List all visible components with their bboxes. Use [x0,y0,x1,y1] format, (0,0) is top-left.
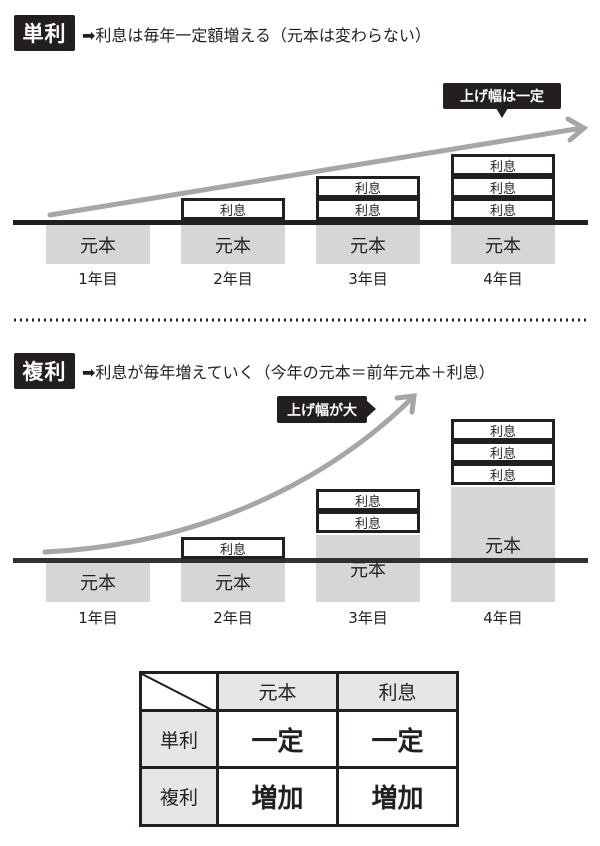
interest-block: 利息 [316,176,420,198]
description-text: 利息は毎年一定額増える（元本は変わらない） [95,26,431,45]
interest-block: 利息 [316,511,420,533]
large-increase-callout: 上げ幅が大 [277,396,367,423]
diagonal-corner-cell [139,671,219,712]
comparison-table: 元本 利息 単利 一定 一定 複利 増加 増加 [139,671,459,827]
column-header-interest: 利息 [336,671,459,712]
baseline [13,220,588,225]
table-header-row: 元本 利息 [139,671,459,712]
table-row: 複利 増加 増加 [139,766,459,827]
principal-block: 元本 [316,535,420,602]
baseline [13,558,588,563]
principal-block: 元本 [181,561,285,602]
simple-interest-description: ➡利息は毎年一定額増える（元本は変わらない） [82,26,431,45]
simple-interest-badge: 単利 [14,15,75,51]
year-label: 4年目 [483,609,523,627]
year-label: 2年目 [213,609,253,627]
column-header-principal: 元本 [216,671,339,712]
year-label: 4年目 [483,270,523,288]
compound-interest-badge: 複利 [14,353,75,389]
interest-block: 利息 [451,154,555,176]
interest-block: 利息 [451,463,555,485]
table-cell: 一定 [336,709,459,769]
simple-growth-arrow [47,116,589,218]
interest-block: 利息 [451,198,555,220]
row-header-simple: 単利 [139,709,219,769]
year-label: 3年目 [348,609,388,627]
principal-block: 元本 [316,225,420,264]
interest-block: 利息 [181,198,285,220]
interest-block: 利息 [316,489,420,511]
interest-block: 利息 [316,198,420,220]
callout-pointer [366,400,376,418]
compound-growth-arrow [42,393,417,555]
interest-block: 利息 [181,537,285,559]
principal-block: 元本 [46,561,150,602]
year-label: 2年目 [213,270,253,288]
principal-block: 元本 [451,487,555,602]
year-label: 3年目 [348,270,388,288]
year-label: 1年目 [78,609,118,627]
principal-block: 元本 [181,225,285,264]
interest-block: 利息 [451,441,555,463]
year-label: 1年目 [78,270,118,288]
table-row: 単利 一定 一定 [139,709,459,769]
interest-block: 利息 [451,176,555,198]
row-header-compound: 複利 [139,766,219,827]
constant-increase-callout: 上げ幅は一定 [443,83,561,109]
principal-block: 元本 [451,225,555,264]
table-cell: 増加 [216,766,339,827]
callout-pointer [496,108,508,118]
description-text: 利息が毎年増えていく（今年の元本＝前年元本＋利息） [95,363,495,382]
table-cell: 増加 [336,766,459,827]
principal-block: 元本 [46,225,150,264]
compound-interest-description: ➡利息が毎年増えていく（今年の元本＝前年元本＋利息） [82,363,495,382]
table-cell: 一定 [216,709,339,769]
interest-block: 利息 [451,419,555,441]
